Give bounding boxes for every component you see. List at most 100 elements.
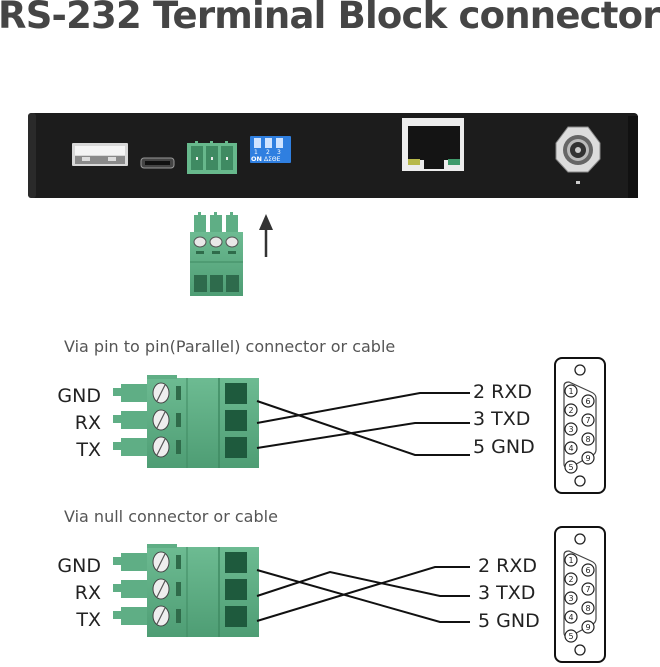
diagram-canvas: 1 2 3 ON ΔΣΘΕ [28,113,638,663]
db9-pin-5 [564,629,578,643]
dip-side-label: ΔΣΘΕ [264,156,281,163]
wire-tx-to-2rxd [256,566,470,622]
db9-pin-number: 8 [585,435,590,444]
rj45-port-icon [402,118,464,171]
db9-pin-number: 6 [585,566,590,575]
db9-pin-8 [581,601,595,615]
db9-pin-number: 4 [568,613,573,622]
db9-pin-3 [564,422,578,436]
wire-tx-to-3txd [256,422,470,449]
terminal-block-null-icon [113,544,259,637]
db9-pin-number: 7 [585,416,590,425]
db9-pin-number: 5 [568,463,573,472]
db9-pin-number: 8 [585,604,590,613]
db9-pin-6 [581,563,595,577]
terminal-pin-body [121,384,151,402]
terminal-pin-stub [113,611,123,619]
db9-pin-number: 2 [568,406,573,415]
terminal-pin-stub [113,557,123,565]
db9-screw-hole [574,644,586,656]
db9-screw-hole [574,364,586,376]
dip-number-2: 2 [266,149,270,156]
db9-pin-label-2-rxd: 2 RXD [473,381,532,403]
terminal-pin-label-tx: TX [76,609,101,631]
db9-pin-3 [564,591,578,605]
db9-pin-9 [581,620,595,634]
db9-pin-number: 1 [568,387,573,396]
insert-arrow-icon [259,214,273,257]
power-led-icon [576,181,580,184]
terminal-wire-socket [225,383,247,404]
dip-number-1: 1 [254,149,258,156]
db9-pin-label-2-rxd: 2 RXD [478,555,537,577]
terminal-block-parallel-icon [113,375,259,468]
usb-a-port-icon [72,143,128,166]
terminal-wire-socket [225,579,247,600]
db9-pin-number: 7 [585,585,590,594]
terminal-pin-stub [113,442,123,450]
terminal-screw-slot [156,553,166,571]
db9-pin-1 [564,553,578,567]
db9-pin-2 [564,403,578,417]
terminal-latch [176,386,181,400]
db9-pin-number: 6 [585,397,590,406]
terminal-pin-body [121,580,151,598]
terminal-pin-label-rx: RX [74,412,101,434]
terminal-latch [176,413,181,427]
terminal-wire-socket [225,437,247,458]
db9-pin-number: 4 [568,444,573,453]
db9-screw-hole [574,533,586,545]
terminal-latch [176,582,181,596]
wire-gnd-to-5gnd [256,569,470,623]
terminal-wire-socket [225,410,247,431]
dip-number-3: 3 [277,149,281,156]
db9-pin-5 [564,460,578,474]
terminal-pin-body [121,607,151,625]
terminal-pin-label-gnd: GND [57,385,101,407]
micro-usb-port-icon [140,157,175,169]
terminal-pin-stub [113,415,123,423]
wiring-parallel [256,392,470,456]
terminal-block-top-lip [147,375,177,379]
db9-pin-label-3-txd: 3 TXD [473,408,531,430]
wiring-null [256,566,470,623]
wire-rx-to-2rxd [256,392,470,424]
terminal-screw-slot [156,411,166,429]
device-edge-right [628,116,638,198]
terminal-block-top-lip [147,544,177,548]
device-body [28,113,638,198]
db9-pin-7 [581,413,595,427]
terminal-pin-stub [113,584,123,592]
dip-on-label: ON [251,155,262,163]
terminal-screw-slot [156,580,166,598]
db9-pin-7 [581,582,595,596]
db9-pin-number: 1 [568,556,573,565]
db9-pin-label-5-gnd: 5 GND [478,610,540,632]
db9-pin-9 [581,451,595,465]
db9-pin-6 [581,394,595,408]
terminal-screw-slot [156,384,166,402]
terminal-latch [176,609,181,623]
db9-pin-number: 3 [568,425,573,434]
db9-connector-parallel-icon: 1 2 3 4 5 6 7 8 9 [554,357,606,494]
terminal-screw-slot [156,438,166,456]
diagram-title: RS-232 Terminal Block connector [0,0,660,37]
db9-pin-8 [581,432,595,446]
terminal-pin-label-gnd: GND [57,555,101,577]
rs232-terminal-port-icon [187,141,237,174]
terminal-plug-icon [190,212,243,296]
wire-gnd-to-5gnd [256,400,470,456]
db9-screw-hole [574,475,586,487]
terminal-wire-socket [225,552,247,573]
db9-pin-1 [564,384,578,398]
terminal-pin-body [121,438,151,456]
db9-pin-number: 9 [585,454,590,463]
terminal-pin-body [121,553,151,571]
device-rear-panel: 1 2 3 ON ΔΣΘΕ [28,113,638,198]
terminal-screw-slot [156,607,166,625]
db9-pin-number: 2 [568,575,573,584]
db9-pin-number: 5 [568,632,573,641]
db9-pin-4 [564,441,578,455]
dc-power-jack-icon [555,126,601,184]
